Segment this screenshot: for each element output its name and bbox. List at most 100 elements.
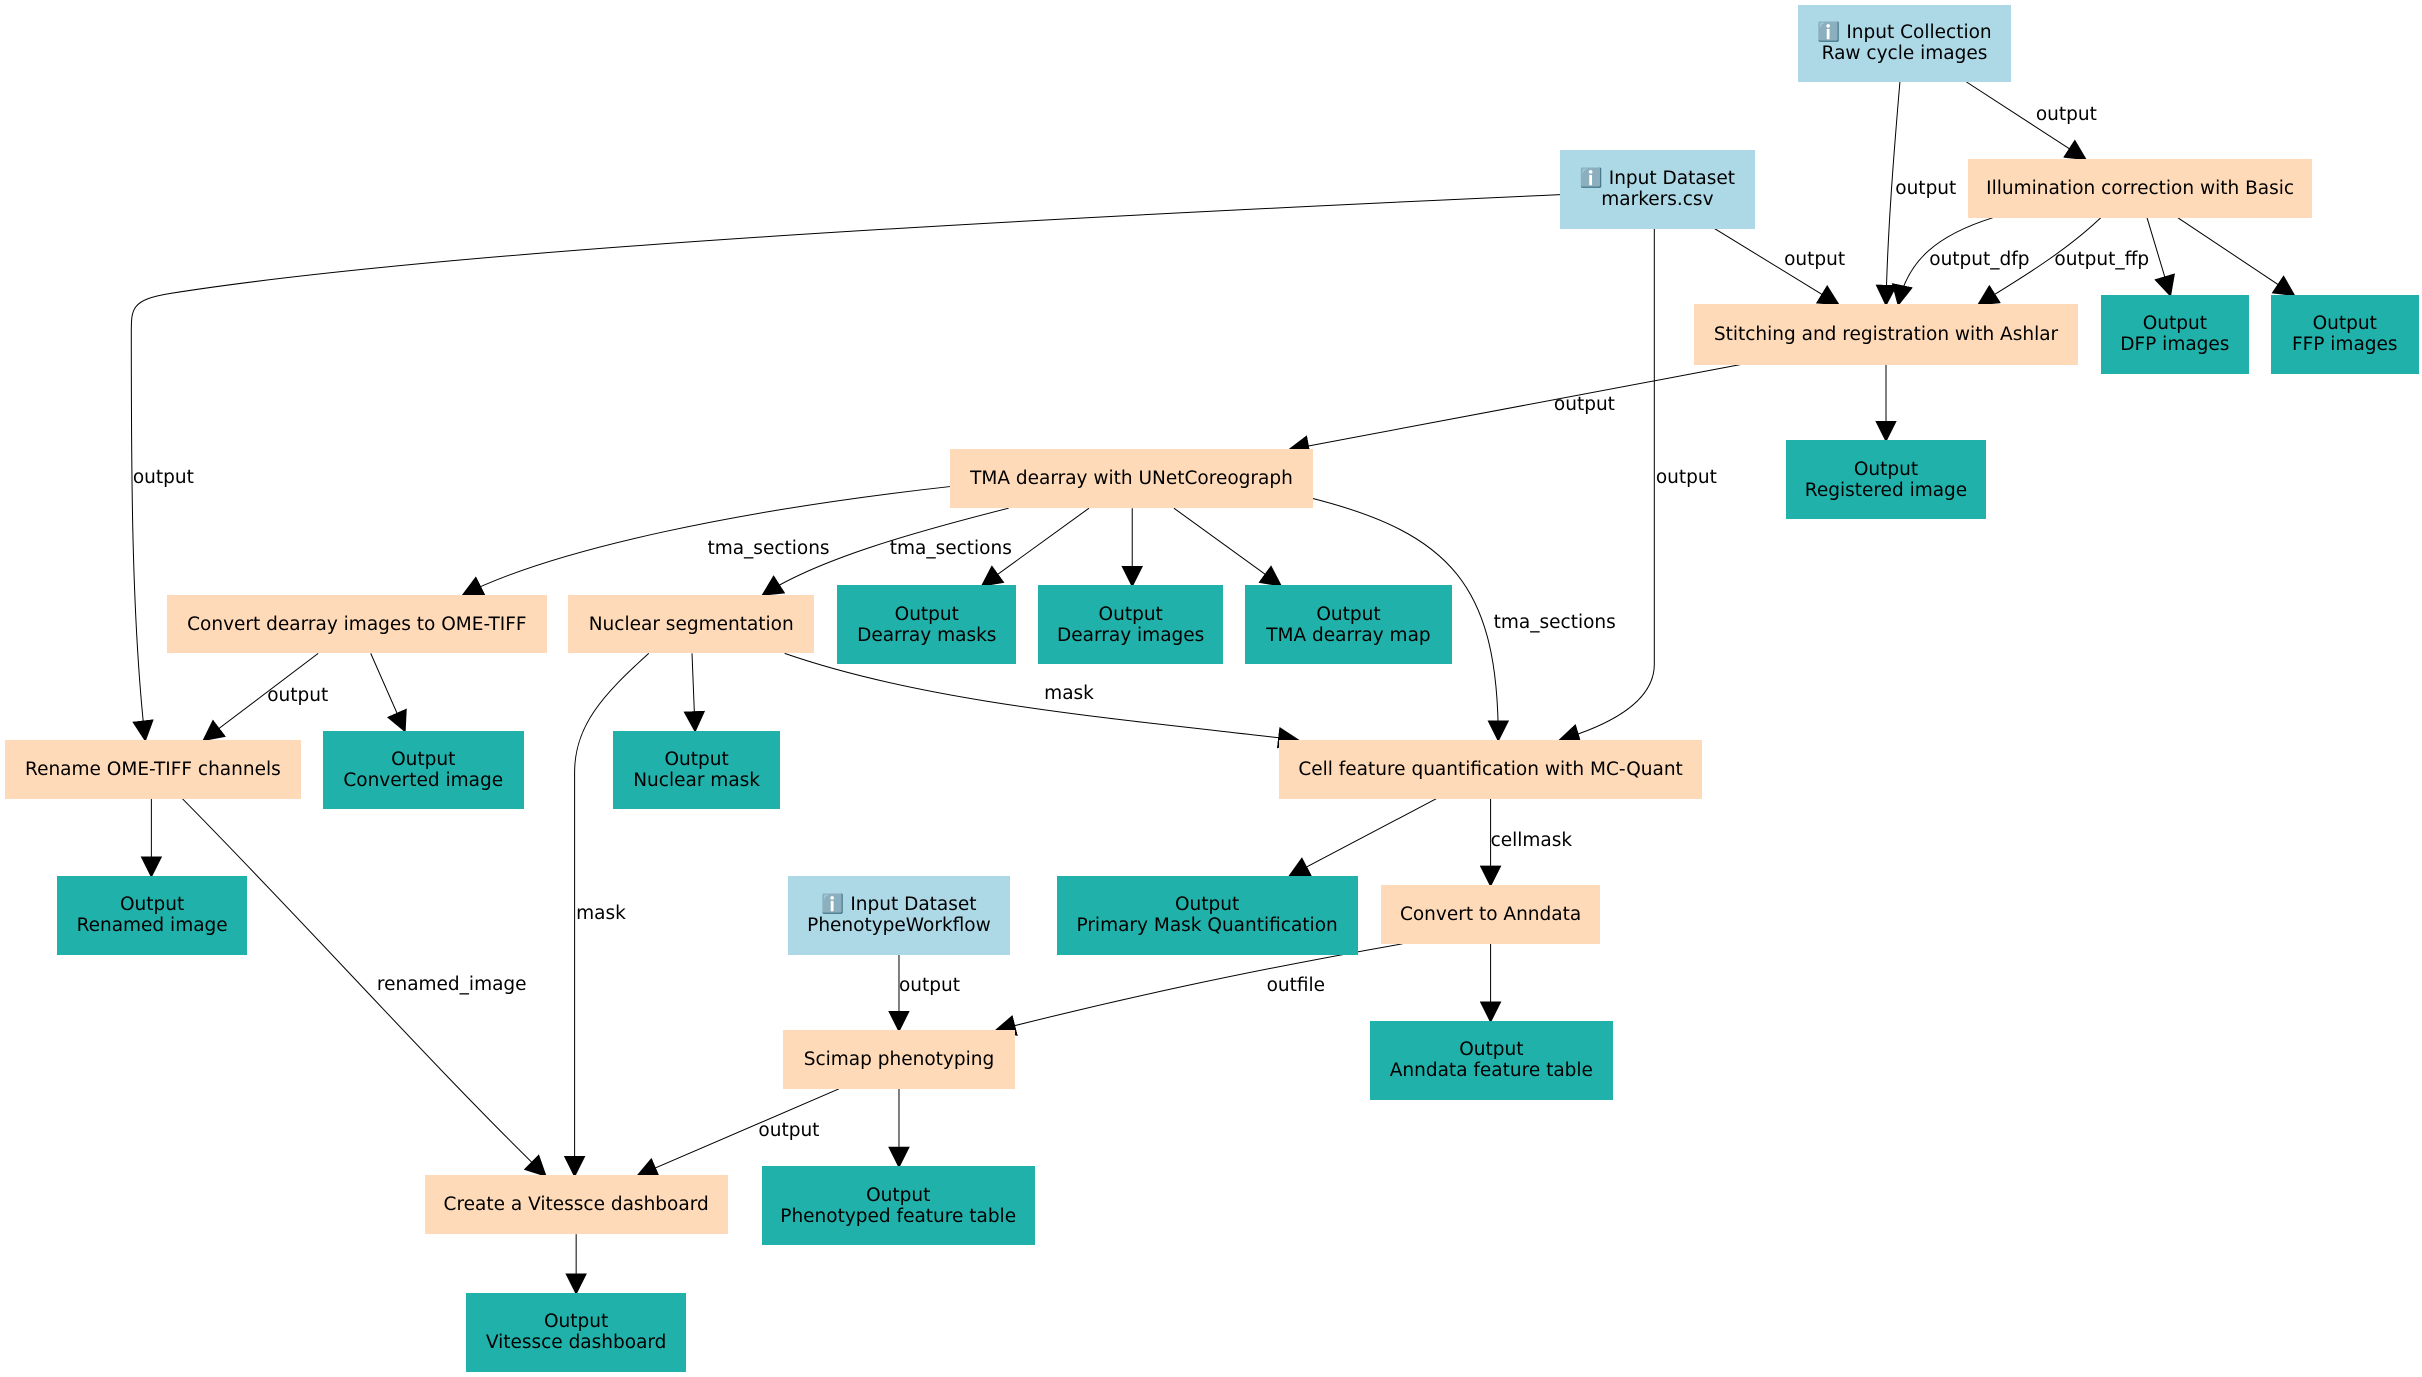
node-title-text: Scimap phenotyping (803, 1049, 995, 1071)
edge-input_markers-to-mcquant (1558, 229, 1654, 745)
node-title: Output (1459, 1039, 1523, 1060)
edge-input_markers-to-stitching (1715, 229, 1840, 306)
edge-illumination-to-stitching (1891, 218, 1992, 307)
node-title: Illumination correction with Basic (1986, 178, 2294, 199)
node-title-text: Output (1098, 603, 1163, 625)
node-nuclear-seg[interactable]: Nuclear segmentation (568, 594, 815, 654)
node-title-text: Output (1175, 894, 1240, 916)
edge-label: mask (1044, 683, 1094, 705)
edge-label: tma_sections (889, 538, 1012, 560)
node-title: Cell feature quantification with MC-Quan… (1298, 759, 1683, 780)
node-title: Scimap phenotyping (804, 1049, 994, 1070)
node-title: Output (120, 894, 184, 915)
edge-input_collection-to-stitching (1875, 82, 1900, 307)
node-subtitle: TMA dearray map (1266, 624, 1431, 646)
node-title-text: Illumination correction with Basic (1986, 177, 2295, 199)
node-title-text: Cell feature quantification with MC-Quan… (1298, 758, 1683, 780)
node-title-text: Output (866, 1184, 931, 1206)
info-icon: ℹ️ (821, 894, 851, 916)
edge-label: output (758, 1120, 820, 1142)
info-icon: ℹ️ (1579, 168, 1609, 190)
info-icon: ℹ️ (1817, 22, 1847, 44)
node-title: Output (544, 1311, 608, 1332)
node-title: Output (1099, 604, 1163, 625)
node-mcquant[interactable]: Cell feature quantification with MC-Quan… (1278, 739, 1703, 799)
node-title: Output (866, 1185, 930, 1206)
edge-label: output (132, 467, 194, 489)
node-title: Output (1175, 894, 1239, 915)
node-subtitle: FFP images (2291, 334, 2398, 356)
edge-label: output (267, 684, 329, 706)
node-title-text: Input Collection (1846, 22, 1992, 44)
node-title: Rename OME-TIFF channels (25, 759, 281, 780)
edge-label: output (1784, 249, 1846, 271)
node-scimap[interactable]: Scimap phenotyping (783, 1030, 1015, 1089)
node-vitessce[interactable]: Create a Vitessce dashboard (424, 1175, 728, 1235)
node-tma-dearray[interactable]: TMA dearray with UNetCoreograph (949, 449, 1313, 509)
node-title: Output (1316, 604, 1380, 625)
edge-input_markers-to-rename_ome (131, 195, 1560, 743)
node-title: ℹ️ Input Dataset (1580, 168, 1735, 189)
node-stitching[interactable]: Stitching and registration with Ashlar (1694, 304, 2078, 365)
node-anndata[interactable]: Convert to Anndata (1380, 885, 1601, 944)
node-subtitle: Converted image (343, 769, 504, 791)
edge-tma_dearray-to-out_dearray_masks (980, 508, 1089, 587)
edge-illumination-to-out_ffp (2178, 218, 2296, 297)
edge-illumination-to-out_dfp (2147, 218, 2175, 298)
node-title: ℹ️ Input Collection (1817, 22, 1991, 43)
edge-label: output (898, 975, 960, 997)
edge-mcquant-to-out_primary_mask (1287, 799, 1437, 877)
node-convert-dearray[interactable]: Convert dearray images to OME-TIFF (166, 594, 547, 654)
node-title-text: Convert to Anndata (1399, 903, 1582, 925)
edge-illumination-to-stitching (1976, 218, 2101, 306)
node-title-text: Output (391, 748, 456, 770)
node-subtitle: Raw cycle images (1821, 43, 1988, 65)
edge-anndata-to-scimap (994, 944, 1402, 1036)
edge-tma_dearray-to-out_tma_map (1174, 508, 1283, 587)
node-title: Output (2313, 313, 2377, 334)
node-illumination[interactable]: Illumination correction with Basic (1967, 159, 2313, 218)
node-title-text: Input Dataset (1608, 168, 1735, 190)
node-title-text: Output (544, 1311, 609, 1333)
edge-scimap-to-vitessce (635, 1089, 839, 1178)
node-title: Output (1854, 459, 1918, 480)
edge-label: output (1895, 178, 1957, 200)
node-rename-ome[interactable]: Rename OME-TIFF channels (4, 739, 302, 799)
edge-nuclear_seg-to-mcquant (785, 653, 1300, 749)
node-title-text: Create a Vitessce dashboard (443, 1194, 709, 1216)
node-subtitle: Registered image (1804, 479, 1968, 501)
node-title-text: Output (1459, 1039, 1524, 1061)
node-title-text: Output (2312, 313, 2377, 335)
node-subtitle: PhenotypeWorkflow (807, 915, 991, 937)
edge-label: tma_sections (1493, 612, 1616, 634)
node-title-text: Output (664, 748, 729, 770)
node-title-text: Output (1316, 603, 1381, 625)
node-title-text: Output (2142, 313, 2207, 335)
edge-label: mask (576, 902, 626, 924)
node-title: Output (895, 604, 959, 625)
node-title: Convert to Anndata (1400, 904, 1581, 925)
edge-convert_dearray-to-out_converted (371, 653, 407, 733)
node-title-text: Output (120, 894, 185, 916)
node-subtitle: Nuclear mask (633, 769, 761, 791)
node-subtitle: Phenotyped feature table (780, 1205, 1017, 1227)
edge-input_collection-to-illumination (1966, 82, 2088, 161)
node-title-text: Stitching and registration with Ashlar (1713, 323, 2059, 345)
